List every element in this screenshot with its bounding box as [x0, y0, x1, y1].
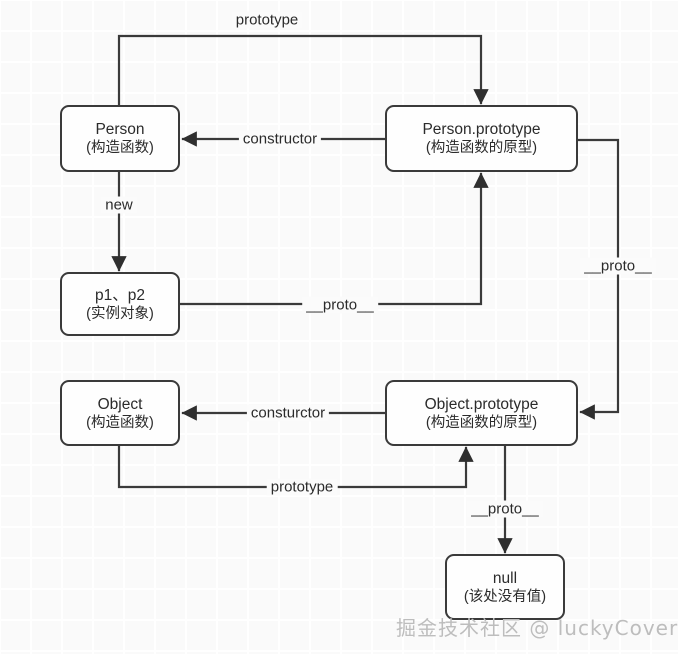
edge-person-prototype-to-object-prototype [576, 138, 620, 420]
node-object-prototype[interactable]: Object.prototype (构造函数的原型) [385, 380, 578, 446]
edge-label-object-prototype-to-object: consturctor [246, 404, 330, 422]
node-person-prototype-subtitle: (构造函数的原型) [425, 140, 538, 156]
node-object-prototype-title: Object.prototype [424, 395, 539, 413]
node-null[interactable]: null (该处没有值) [445, 554, 565, 620]
edge-label-instances-to-person-prototype: __proto__ [302, 296, 378, 314]
edge-person-to-person-prototype [117, 34, 489, 107]
node-person-prototype[interactable]: Person.prototype (构造函数的原型) [385, 105, 578, 172]
node-person-title: Person [95, 121, 145, 138]
node-instances[interactable]: p1、p2 (实例对象) [60, 272, 180, 336]
node-person-subtitle: (构造函数) [86, 140, 154, 156]
node-object-prototype-subtitle: (构造函数的原型) [425, 414, 538, 431]
edge-label-person-prototype-to-object-prototype: __proto__ [580, 257, 656, 275]
edge-label-object-prototype-to-null: __proto__ [467, 500, 543, 518]
node-person[interactable]: Person (构造函数) [60, 105, 180, 172]
node-null-title: null [492, 569, 518, 587]
node-person-prototype-title: Person.prototype [422, 121, 541, 138]
edge-label-person-to-person-prototype: prototype [231, 11, 303, 29]
node-object-title: Object [97, 395, 143, 413]
node-null-subtitle: (该处没有值) [463, 588, 547, 605]
node-object-subtitle: (构造函数) [86, 414, 154, 431]
edge-instances-to-person-prototype [178, 172, 489, 306]
edge-label-person-to-instances: new [101, 196, 137, 214]
node-instances-title: p1、p2 [95, 286, 145, 304]
node-object[interactable]: Object (构造函数) [60, 380, 180, 446]
watermark: 掘金技术社区 @ luckyCover [396, 616, 678, 640]
node-instances-subtitle: (实例对象) [86, 305, 154, 322]
edge-label-person-prototype-to-person: constructor [238, 130, 322, 148]
edge-label-object-to-object-prototype: prototype [266, 478, 338, 496]
